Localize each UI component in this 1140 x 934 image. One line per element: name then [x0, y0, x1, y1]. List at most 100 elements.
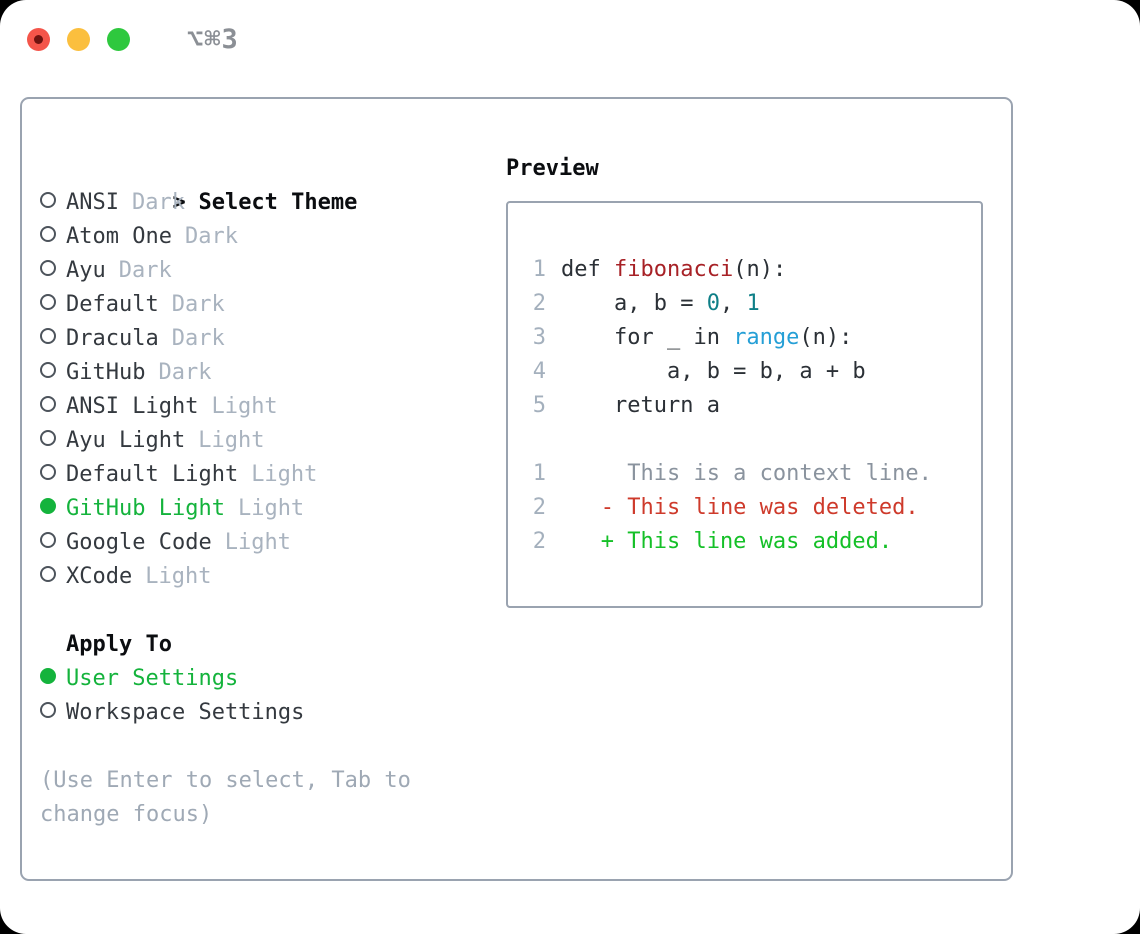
apply-option-label: Workspace Settings [66, 700, 305, 725]
maximize-button[interactable] [107, 28, 130, 51]
theme-variant: Light [251, 462, 318, 487]
line-number: 4 [532, 359, 546, 384]
code-segment: for _ in [561, 325, 734, 350]
radio-selected-icon [40, 498, 56, 514]
window-titlebar: ⌥⌘3 [27, 24, 239, 55]
theme-name: GitHub [66, 360, 146, 385]
theme-name: ANSI [66, 190, 119, 215]
radio-icon [40, 260, 56, 276]
theme-name: ANSI Light [66, 394, 199, 419]
code-segment: range [733, 325, 800, 350]
diff-line-context: 1 This is a context line. [526, 457, 981, 491]
theme-option-github[interactable]: GitHub Dark [40, 356, 470, 390]
theme-name: Ayu Light [66, 428, 186, 453]
theme-variant: Dark [184, 224, 238, 249]
radio-icon [40, 532, 56, 548]
code-segment: , [719, 291, 747, 316]
theme-option-default[interactable]: Default Dark [40, 288, 470, 322]
select-theme-header-row: >Select Theme [40, 152, 470, 215]
line-number: 2 [532, 529, 546, 554]
code-line: 2 a, b = 0, 1 [526, 287, 981, 321]
minimize-button[interactable] [67, 28, 90, 51]
focus-caret-icon: > [172, 190, 186, 215]
radio-selected-icon [40, 668, 56, 684]
theme-name: Default Light [66, 462, 239, 487]
theme-name: Default [66, 292, 159, 317]
line-number: 2 [532, 291, 546, 316]
theme-variant: Dark [158, 360, 212, 385]
code-line: 4 a, b = b, a + b [526, 355, 981, 389]
radio-icon [40, 226, 56, 242]
window-title-shortcut: ⌥⌘3 [187, 24, 239, 55]
line-number: 1 [532, 257, 546, 282]
theme-option-default-light[interactable]: Default Light Light [40, 458, 470, 492]
theme-option-ansi[interactable]: ANSI Dark [40, 186, 470, 220]
radio-icon [40, 396, 56, 412]
theme-option-xcode[interactable]: XCode Light [40, 560, 470, 594]
radio-icon [40, 328, 56, 344]
theme-option-google-code[interactable]: Google Code Light [40, 526, 470, 560]
radio-icon [40, 430, 56, 446]
theme-name: GitHub Light [66, 496, 225, 521]
theme-name: Google Code [66, 530, 212, 555]
theme-variant: Dark [171, 292, 225, 317]
theme-variant: Light [224, 530, 291, 555]
help-text: (Use Enter to select, Tab to change focu… [40, 768, 411, 827]
radio-icon [40, 192, 56, 208]
code-line: 3 for _ in range(n): [526, 321, 981, 355]
apply-option-user-settings[interactable]: User Settings [40, 662, 470, 696]
code-segment: 0 [706, 291, 720, 316]
theme-option-ayu-light[interactable]: Ayu Light Light [40, 424, 470, 458]
theme-name: Dracula [66, 326, 159, 351]
close-button[interactable] [27, 28, 50, 51]
code-segment: (n): [799, 325, 853, 350]
theme-variant: Light [237, 496, 305, 521]
theme-option-dracula[interactable]: Dracula Dark [40, 322, 470, 356]
theme-variant: Light [211, 394, 278, 419]
theme-option-ansi-light[interactable]: ANSI Light Light [40, 390, 470, 424]
diff-line-added: 2 + This line was added. [526, 525, 981, 559]
theme-name: Atom One [66, 224, 172, 249]
code-segment: return a [561, 393, 720, 418]
line-number: 1 [532, 461, 546, 486]
code-segment: (n): [733, 257, 787, 282]
close-button-dot-icon [34, 35, 43, 44]
theme-name: Ayu [66, 258, 106, 283]
diff-preview: 1 This is a context line.2 - This line w… [526, 457, 981, 559]
preview-header: Preview [506, 156, 599, 181]
diff-line-deleted: 2 - This line was deleted. [526, 491, 981, 525]
code-segment: def [561, 257, 614, 282]
code-line: 5 return a [526, 389, 981, 423]
theme-variant: Light [145, 564, 212, 589]
theme-name: XCode [66, 564, 133, 589]
theme-variant: Light [198, 428, 265, 453]
apply-option-label: User Settings [66, 666, 239, 691]
diff-text: This is a context line. [561, 461, 932, 486]
radio-icon [40, 464, 56, 480]
apply-to-header: Apply To [66, 632, 172, 657]
theme-variant: Dark [171, 326, 225, 351]
code-segment: 1 [746, 291, 760, 316]
theme-option-github-light[interactable]: GitHub Light Light [40, 492, 470, 526]
apply-option-workspace-settings[interactable]: Workspace Settings [40, 696, 470, 730]
line-number: 5 [532, 393, 546, 418]
line-number: 3 [532, 325, 546, 350]
radio-icon [40, 294, 56, 310]
theme-option-atom-one[interactable]: Atom One Dark [40, 220, 470, 254]
theme-variant: Dark [131, 190, 185, 215]
code-line: 1 def fibonacci(n): [526, 253, 981, 287]
radio-icon [40, 702, 56, 718]
radio-icon [40, 362, 56, 378]
radio-icon [40, 566, 56, 582]
code-segment: fibonacci [613, 257, 734, 282]
code-segment: a, b = b, a + b [561, 359, 866, 384]
